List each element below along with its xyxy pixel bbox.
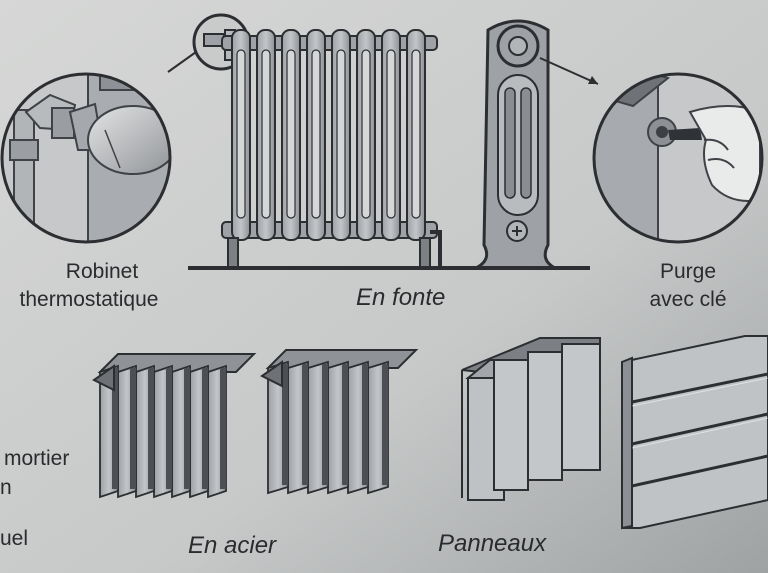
panel-radiator-vertical [461,337,601,501]
panel-radiator-horizontal [621,335,768,530]
thermostatic-valve-zoom [0,72,172,244]
bleed-key-label-line1: Purge [659,260,717,283]
cut-label-uel: uel [0,527,29,550]
cut-label-n: n [0,476,12,499]
thermostatic-valve-label-line2: thermostatique [19,288,159,311]
bleed-key-label-line2: avec clé [649,288,727,311]
steel-top [97,353,257,373]
panels-caption: Panneaux [438,530,547,557]
thermostatic-valve-label-line1: Robinet [65,260,139,283]
cast-iron-radiator-side [470,19,599,270]
cut-label-mortier: mortier [4,447,70,470]
cast-iron-caption: En fonte [356,284,446,311]
cast-iron-radiator-front [188,29,470,270]
steel-caption: En acier [188,532,277,559]
steel-radiator-2 [260,349,419,495]
steel-radiator-1 [92,353,257,499]
